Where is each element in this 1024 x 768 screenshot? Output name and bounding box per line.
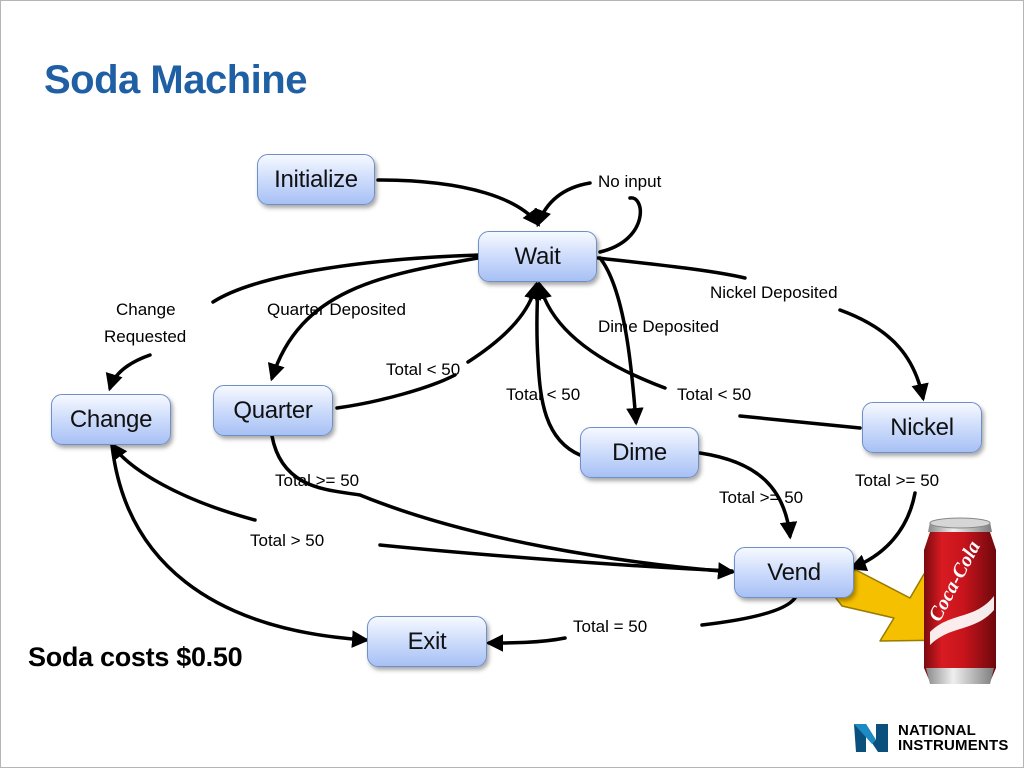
label-total-gt: Total > 50 xyxy=(250,531,325,550)
label-nickel-total-gte: Total >= 50 xyxy=(855,471,940,490)
edge-quarter-total-lt xyxy=(335,373,457,410)
edge-dime-gte xyxy=(698,451,798,540)
edge-vend-change xyxy=(378,543,734,573)
label-nickel-deposited: Nickel Deposited xyxy=(710,283,838,302)
state-exit: Exit xyxy=(367,616,487,667)
slide-title: Soda Machine xyxy=(44,58,307,102)
ni-logo-line2: INSTRUMENTS xyxy=(898,737,1009,754)
edge-quarter-deposited xyxy=(267,256,480,382)
state-initialize: Initialize xyxy=(257,154,375,205)
ni-logo-line1: NATIONAL xyxy=(898,722,976,739)
ni-eagle-icon xyxy=(854,724,888,752)
label-dime-total-gte: Total >= 50 xyxy=(719,488,804,507)
edge-nickel-gte xyxy=(848,491,917,572)
label-quarter-deposited: Quarter Deposited xyxy=(267,300,406,319)
edge-nickel-deposited-2 xyxy=(838,308,929,402)
label-change-requested-2: Requested xyxy=(104,327,187,346)
label-dime-deposited: Dime Deposited xyxy=(598,317,719,336)
label-quarter-total-lt: Total < 50 xyxy=(386,360,461,379)
edge-vend-exit-2 xyxy=(485,634,567,652)
state-dime: Dime xyxy=(580,427,699,478)
state-wait: Wait xyxy=(478,231,597,282)
price-note: Soda costs $0.50 xyxy=(28,642,243,672)
state-nickel: Nickel xyxy=(862,402,982,453)
soda-can: Coca-Cola xyxy=(924,517,996,684)
edge-quarter-total-lt-2 xyxy=(466,281,542,364)
label-total-eq: Total = 50 xyxy=(573,617,648,636)
label-no-input: No input xyxy=(598,172,662,191)
state-vend: Vend xyxy=(734,547,854,598)
state-change: Change xyxy=(51,394,171,445)
edge-no-input xyxy=(538,181,642,254)
edge-change-requested-tail xyxy=(105,353,152,392)
edge-dime-deposited xyxy=(598,256,644,426)
edge-vend-change-2 xyxy=(109,442,257,522)
edge-initialize-wait xyxy=(376,178,541,227)
state-quarter: Quarter xyxy=(213,385,333,436)
edge-change-requested xyxy=(211,253,482,304)
label-nickel-total-lt: Total < 50 xyxy=(677,385,752,404)
ni-logo: NATIONAL INSTRUMENTS xyxy=(852,716,1012,760)
label-quarter-total-gte: Total >= 50 xyxy=(275,471,360,490)
edge-dime-total-lt xyxy=(528,281,582,457)
edge-vend-exit xyxy=(700,596,797,627)
label-change-requested-1: Change xyxy=(116,300,176,319)
label-dime-total-lt: Total < 50 xyxy=(506,385,581,404)
edge-quarter-gte xyxy=(270,434,736,580)
edge-nickel-total-lt xyxy=(540,285,862,430)
edge-nickel-deposited xyxy=(596,256,747,280)
edge-change-exit xyxy=(110,443,370,648)
